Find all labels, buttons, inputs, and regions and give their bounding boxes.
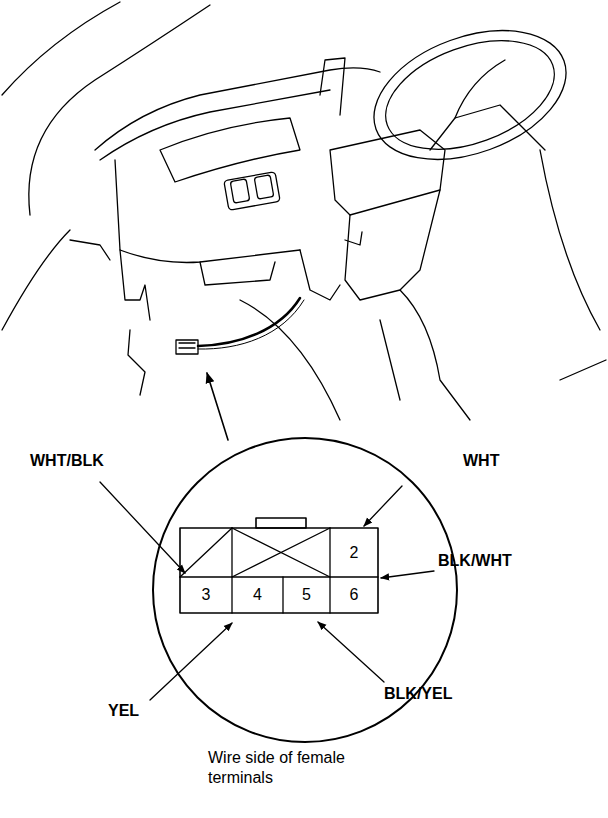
- wire-color: WHT: [463, 452, 499, 470]
- pillar-line: [2, 2, 120, 95]
- leader-line: [150, 623, 232, 700]
- pin-cell: 4: [233, 578, 282, 612]
- leader-line: [381, 571, 434, 578]
- pin-number: 3: [202, 586, 211, 604]
- leader-line: [318, 622, 384, 682]
- pin-cell: 5: [284, 578, 329, 612]
- pin-cell: 6: [331, 578, 377, 612]
- wire-color: YEL: [108, 702, 139, 720]
- pin-cell: 2: [331, 529, 377, 576]
- view-note: Wire side of female terminals: [208, 748, 393, 788]
- pin-number: 5: [302, 586, 311, 604]
- pin-cell: 3: [181, 578, 231, 612]
- leader-line: [364, 486, 402, 526]
- leader-line: [100, 482, 185, 573]
- pin-number: 6: [350, 586, 359, 604]
- pillar-line: [29, 5, 210, 215]
- wire-color: BLK/WHT: [438, 552, 512, 570]
- wire-color: BLK/YEL: [384, 685, 452, 703]
- wire-color: WHT/BLK: [30, 452, 104, 470]
- pin-number: 2: [350, 544, 359, 562]
- pin-number: 4: [253, 586, 262, 604]
